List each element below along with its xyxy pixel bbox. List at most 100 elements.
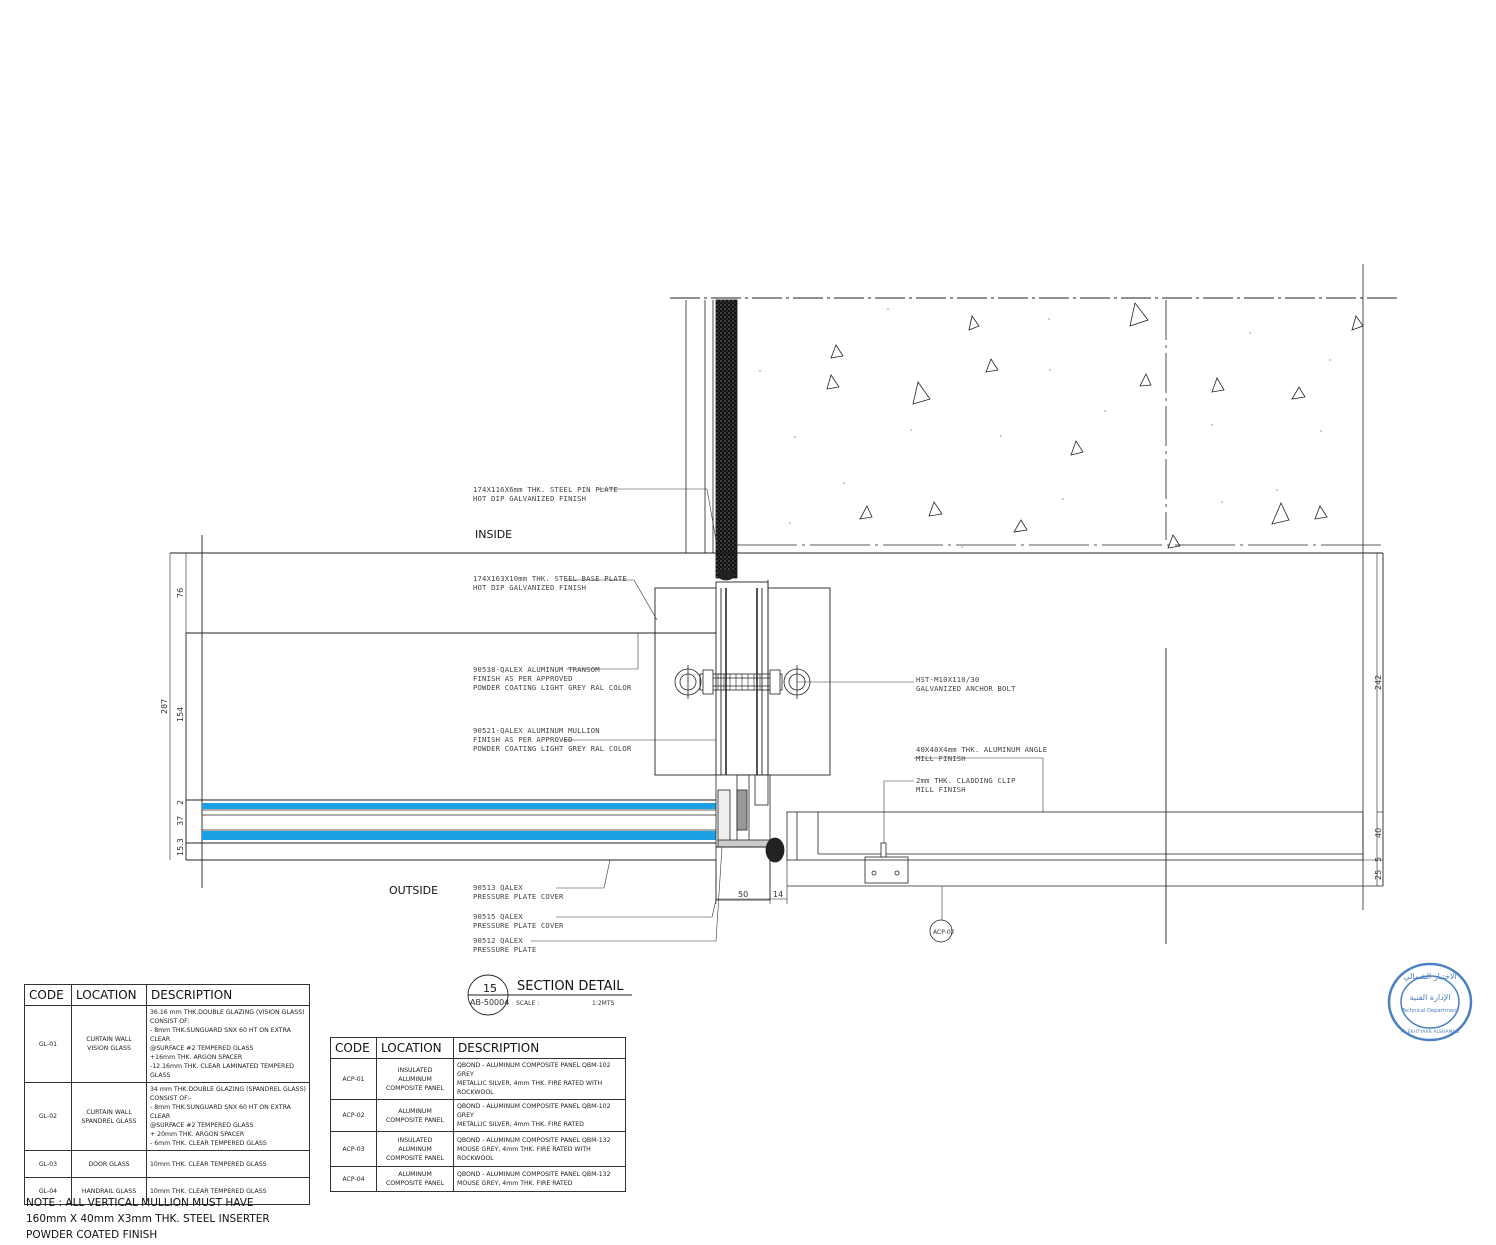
glass-description-line: 10mm THK. CLEAR TEMPERED GLASS [150,1187,267,1195]
acp-description-line: QBOND - ALUMINUM COMPOSITE PANEL QBM-132 [457,1171,611,1178]
clip-label: 2mm THK. CLADDING CLIP [916,776,1016,785]
glass-description-line: CONSIST OF:- [150,1095,192,1102]
pin-plate-finish: HOT DIP GALVANIZED FINISH [473,494,586,503]
glass-location: CURTAIN WALL SPANDREL GLASS [71,1082,147,1151]
scale-value: 1:2MTS [592,1000,614,1007]
note-line: NOTE : ALL VERTICAL MULLION MUST HAVE [26,1197,254,1209]
cover3-label: 90512 QALEX [473,936,523,945]
leader-lines [531,488,1044,942]
acp-code: ACP-04 [330,1166,377,1192]
detail-number: 15 [483,982,497,995]
glass-description: 36.16 mm THK.DOUBLE GLAZING (VISION GLAS… [146,1005,310,1083]
insulation-strip [715,299,738,579]
glass-description-line: +16mm THK. ARGON SPACER [150,1054,243,1061]
acp-description: QBOND - ALUMINUM COMPOSITE PANEL QBM-132… [453,1131,626,1167]
acp-location: ALUMINUM COMPOSITE PANEL [376,1166,454,1192]
scale-label: SCALE : [516,1000,539,1007]
transom-coating: POWDER COATING LIGHT GREY RAL COLOR [473,683,632,692]
glass-header-description: DESCRIPTION [146,984,310,1006]
glass-description: 10mm THK. CLEAR TEMPERED GLASS [146,1177,310,1205]
anchor-bolt [674,665,811,699]
cover3-desc: PRESSURE PLATE [473,945,536,954]
svg-text:AL EKHTYAAR ALSHAMALI: AL EKHTYAAR ALSHAMALI [1400,1029,1459,1035]
acp-location: ALUMINUM COMPOSITE PANEL [376,1099,454,1132]
glass-header-code: CODE [24,984,72,1006]
detail-title: SECTION DETAIL [517,979,624,994]
glass-description-line: 34 mm THK.DOUBLE GLAZING (SPANDREL GLASS… [150,1086,306,1093]
glass-description-line: - 8mm THK.SUNGUARD SNX 60 HT ON EXTRA CL… [150,1104,291,1120]
glass-code: GL-01 [24,1005,72,1083]
company-stamp: الاختيار الشمالي الإدارة الفنية Technica… [1387,962,1473,1042]
acp-description-line: METALLIC SILVER, 4mm THK. FIRE RATED [457,1121,584,1128]
acp-description: QBOND - ALUMINUM COMPOSITE PANEL QBM-102… [453,1058,626,1100]
pin-plate-label: 174X116X6mm THK. STEEL PIN PLATE [473,485,618,494]
svg-text:15.3: 15.3 [176,838,185,856]
glass-description-line: - 6mm THK. CLEAR TEMPERED GLASS [150,1140,267,1147]
base-plate-label: 174X163X10mm THK. STEEL BASE PLATE [473,574,627,583]
anchor-label: HST-M10X110/30 [916,675,979,684]
acp-description-line: METALLIC SILVER, 4mm THK. FIRE RATED WIT… [457,1080,603,1087]
transom-finish: FINISH AS PER APPROVED [473,674,573,683]
dimension-text: 76 287 154 2 37 15.3 242 40 5 25 50 14 [160,588,1383,899]
glass-description-line: + 20mm THK. ARGON SPACER [150,1131,245,1138]
mullion-note: NOTE : ALL VERTICAL MULLION MUST HAVE 16… [26,1195,270,1243]
glass-description: 34 mm THK.DOUBLE GLAZING (SPANDREL GLASS… [146,1082,310,1151]
cover1-desc: PRESSURE PLATE COVER [473,892,564,901]
svg-text:2: 2 [176,800,185,805]
glass-code: GL-03 [24,1150,72,1178]
glass-description-line: 36.16 mm THK.DOUBLE GLAZING (VISION GLAS… [150,1009,305,1016]
acp-code: ACP-02 [330,1099,377,1132]
glass-description-line: -12.16mm THK. CLEAR LAMINATED TEMPERED G… [150,1063,294,1079]
callouts: INSIDE OUTSIDE 174X116X6mm THK. STEEL PI… [389,485,1047,954]
glass-location: CURTAIN WALL VISION GLASS [71,1005,147,1083]
acp-description-line: QBOND - ALUMINUM COMPOSITE PANEL QBM-102… [457,1103,611,1119]
inside-label: INSIDE [475,528,512,541]
glass-description-line: @SURFACE #2 TEMPERED GLASS [150,1045,254,1052]
glass-description-line: - 8mm THK.SUNGUARD SNX 60 HT ON EXTRA CL… [150,1027,291,1043]
svg-text:40: 40 [1374,828,1383,838]
glass-header-location: LOCATION [71,984,147,1006]
svg-text:14: 14 [773,890,783,899]
cover2-desc: PRESSURE PLATE COVER [473,921,564,930]
acp-location: INSULATED ALUMINUM COMPOSITE PANEL [376,1058,454,1100]
acp-description-line: ROCKWOOL [457,1089,494,1096]
glass-code: GL-02 [24,1082,72,1151]
frame-outline [170,535,1384,944]
glass-description-line: CONSIST OF: [150,1018,190,1025]
svg-text:154: 154 [176,707,185,722]
svg-text:242: 242 [1374,675,1383,690]
concrete-slab [670,264,1400,910]
transom-label: 90538-QALEX ALUMINUM TRANSOM [473,665,600,674]
svg-text:76: 76 [176,588,185,598]
angle-label: 40X40X4mm THK. ALUMINUM ANGLE [916,745,1047,754]
svg-text:25: 25 [1374,870,1383,880]
mullion-coating: POWDER COATING LIGHT GREY RAL COLOR [473,744,632,753]
acp-description-line: MOUSE GREY, 4mm THK. FIRE RATED WITH [457,1145,591,1153]
svg-text:37: 37 [176,816,185,826]
acp-header-code: CODE [330,1037,377,1059]
acp-description-line: ROCKWOOL [457,1154,494,1162]
acp-code: ACP-01 [330,1058,377,1100]
glass-description-line: @SURFACE #2 TEMPERED GLASS [150,1122,254,1129]
svg-text:50: 50 [738,890,748,899]
acp-code: ACP-03 [330,1131,377,1167]
acp-header-location: LOCATION [376,1037,454,1059]
acp-description: QBOND - ALUMINUM COMPOSITE PANEL QBM-132… [453,1166,626,1192]
acp-location: INSULATED ALUMINUM COMPOSITE PANEL [376,1131,454,1167]
mullion-finish: FINISH AS PER APPROVED [473,735,573,744]
note-line: POWDER COATED FINISH [26,1229,158,1241]
glass-location: HANDRAIL GLASS [71,1177,147,1205]
detail-title-block: 15 AB-50004 SECTION DETAIL SCALE : 1:2MT… [467,974,632,1016]
acp-tag-circle [929,919,953,943]
acp-description-line: MOUSE GREY, 4mm THK. FIRE RATED [457,1180,573,1187]
glass-description-line: 10mm THK. CLEAR TEMPERED GLASS [150,1160,267,1168]
